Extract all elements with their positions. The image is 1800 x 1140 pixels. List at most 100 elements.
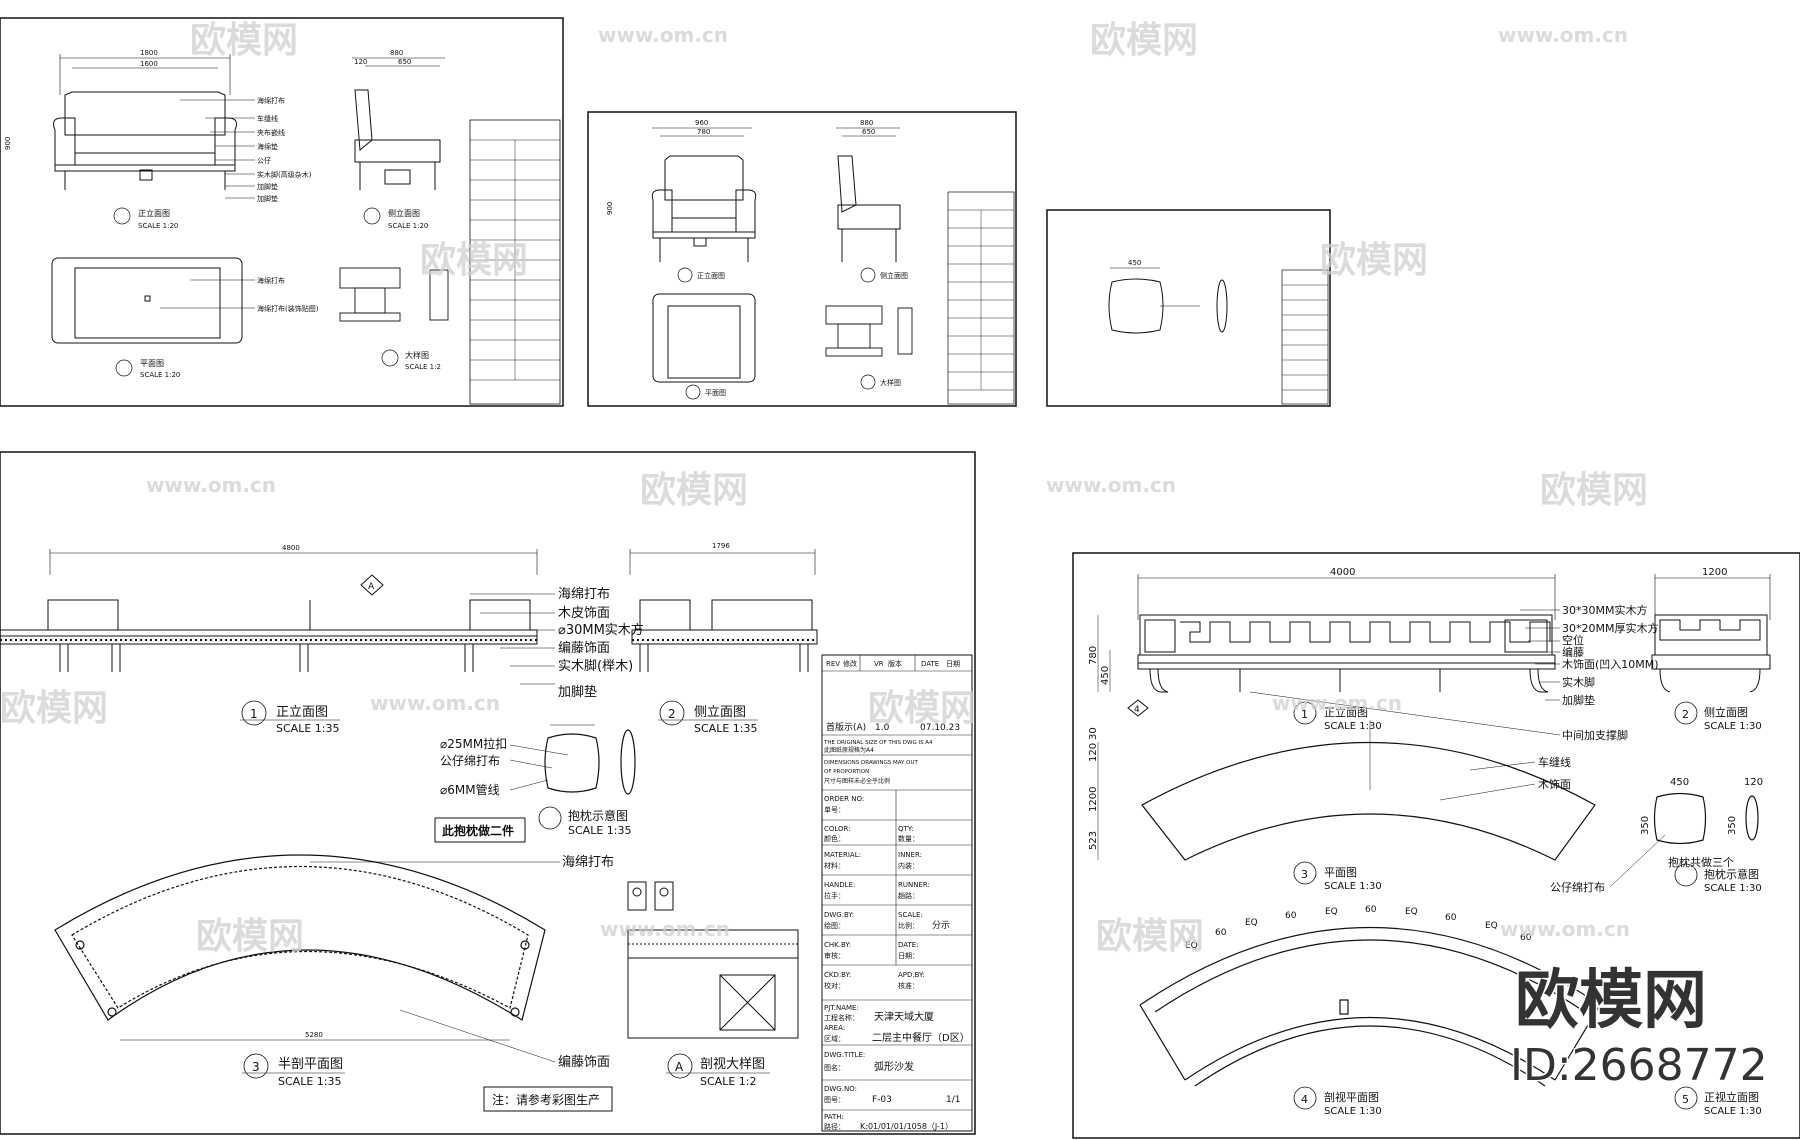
s4-total-width: 4800: [282, 544, 300, 552]
s3-cushion-front: [1108, 278, 1164, 334]
watermark-logo-1: 欧模网: [190, 20, 298, 61]
s1-plan-callout-1: 海绵打布(装饰贴图): [257, 304, 319, 313]
s1-callout-1: 车缝线: [257, 114, 278, 123]
s4-pillow-side: [620, 729, 636, 795]
tb-path-cn: 路径：: [824, 1122, 845, 1131]
tb-f5-1: 审核：: [824, 951, 845, 960]
watermark-brand-3: 欧模网: [420, 240, 528, 281]
s4-pillow-label-0: ⌀25MM拉扣: [440, 736, 507, 751]
tb-r1-2: 07.10.23: [920, 723, 960, 733]
watermark-url-3: www.om.cn: [146, 473, 276, 497]
tb-h0: REV: [826, 660, 840, 668]
watermark-url-2: www.om.cn: [1498, 23, 1628, 47]
tb-f1-3: 数量：: [898, 834, 919, 843]
s5-section-scale: SCALE 1:30: [1324, 1106, 1382, 1117]
s5-back-num: 5: [1682, 1093, 1689, 1106]
s5-right-label-4: 木饰面(凹入10MM): [1562, 657, 1659, 671]
s5-front-title: 正立面图: [1324, 705, 1368, 719]
tb-h3: 版本: [888, 659, 902, 668]
sheet-4: 4800 1796 A: [0, 451, 976, 1135]
s2-side-chair: [837, 155, 901, 262]
s5-section-num: 4: [1301, 1093, 1308, 1106]
s5-eq-g: EQ: [1405, 907, 1418, 917]
tb-title: 弧形沙发: [874, 1060, 914, 1073]
tb-f0-0: ORDER NO:: [824, 795, 864, 803]
tb-f3-3: 趟路：: [898, 891, 919, 900]
watermark-brand-5: 欧模网: [640, 470, 748, 511]
badge-id: ID:2668772: [1510, 1040, 1768, 1091]
s4-plan-bottom-label: 编藤饰面: [558, 1055, 610, 1070]
tb-f4-2: SCALE:: [898, 911, 923, 919]
s4-detail-letter: A: [675, 1060, 684, 1074]
s4-note: 注：请参考彩图生产: [492, 1092, 600, 1107]
s1-detail-scale: SCALE 1:2: [405, 363, 441, 371]
s1-plan-callout-0: 海绵打布: [257, 276, 285, 285]
s2-dim-w1: 960: [695, 119, 708, 127]
watermark-brand-2: 欧模网: [1090, 20, 1198, 61]
s4-side-width: 1796: [712, 542, 730, 550]
s5-pillow-dim-3: 350: [1727, 816, 1738, 835]
s4-front-sofa: [0, 599, 538, 672]
tb-orig-1: 此图纸原规格为A4: [824, 746, 874, 754]
tb-f4-4: 分示: [932, 920, 950, 931]
s2-side-title: 侧立面图: [880, 271, 908, 280]
s2-detail: [825, 305, 913, 357]
s5-right-label-0: 30*30MM实木方: [1562, 603, 1647, 617]
s4-detail-title: 剖视大样图: [700, 1057, 765, 1072]
s5-eq-b: 60: [1215, 928, 1227, 938]
s1-front-scale: SCALE 1:20: [138, 222, 178, 230]
watermark-url-6: www.om.cn: [1272, 691, 1402, 715]
s5-right-label-1: 30*20MM厚实木方: [1562, 621, 1658, 635]
s5-right-label-5: 实木脚: [1562, 675, 1595, 689]
s4-side-scale: SCALE 1:35: [694, 722, 757, 735]
s4-label-1: 木皮饰面: [558, 606, 610, 621]
s4-side-num: 2: [668, 707, 676, 721]
s2-dim-d1: 880: [860, 119, 873, 127]
s4-front-scale: SCALE 1:35: [276, 722, 339, 735]
s1-callout-5: 实木脚(高级杂木): [257, 170, 312, 179]
s5-pillow-dim-1: 350: [1640, 816, 1651, 835]
s5-eq-f: 60: [1365, 905, 1377, 915]
s5-eq-h: 60: [1445, 913, 1457, 923]
s5-pillow-label-0: 公仔绵打布: [1550, 880, 1605, 894]
tb-path-label: PATH:: [824, 1113, 844, 1121]
sheet-1: 1800 1600 900 880 650 120: [0, 17, 564, 407]
tb-orig-0: THE ORIGINAL SIZE OF THIS DWG IS A4: [823, 740, 933, 746]
tb-f6-2: APD.BY:: [898, 971, 925, 979]
s4-side-sofa: [631, 599, 818, 672]
s5-marker-num: 4: [1134, 705, 1140, 715]
tb-f3-0: HANDLE:: [824, 881, 855, 889]
s2-dim-w2: 780: [697, 128, 710, 136]
sheet-2: 960 780 880 650 900 正立面图 侧立面图 平面图: [587, 111, 1017, 407]
tb-area: 二层主中餐厅（D区）: [872, 1031, 970, 1044]
s2-dim-h: 900: [606, 202, 614, 215]
s5-front-num: 1: [1301, 708, 1308, 721]
s5-right-label-2: 空位: [1562, 633, 1584, 647]
tb-r1-1: 1.0: [875, 723, 890, 733]
s5-pillow-title: 抱枕示意图: [1704, 867, 1759, 881]
s1-callout-6: 加脚垫: [257, 182, 278, 191]
s5-eq-c: EQ: [1245, 918, 1258, 928]
tb-f6-0: CKD.BY:: [824, 971, 851, 979]
s5-pillow-label-1: 抱枕共做三个: [1668, 855, 1734, 869]
watermark-brand-9: 欧模网: [196, 916, 304, 957]
tb-dim-2: 尺寸与图样未必全乎比例: [824, 777, 890, 785]
tb-area-label: AREA:: [824, 1024, 845, 1032]
s4-label-3: 编藤饰面: [558, 641, 610, 656]
s4-detail-scale: SCALE 1:2: [700, 1075, 756, 1088]
s4-plan-num: 3: [252, 1060, 260, 1074]
s5-center-label: 中间加支撑脚: [1562, 728, 1628, 742]
tb-f2-0: MATERIAL:: [824, 851, 861, 859]
s5-dim-left-4: 1200: [1088, 787, 1099, 812]
s2-plan-title: 平面图: [705, 389, 726, 397]
s5-dim-left-0: 780: [1088, 646, 1099, 665]
title-block: REV 修改 VR 版本 DATE 日期 首版示(A) 1.0 07.10.23…: [821, 654, 973, 1132]
tb-dwgno-label: DWG.NO:: [824, 1085, 857, 1093]
tb-f3-2: RUNNER:: [898, 881, 930, 889]
tb-f2-1: 材料：: [824, 861, 845, 870]
sheet-3: 450: [1046, 209, 1331, 407]
tb-f6-3: 核准：: [898, 981, 919, 990]
s4-plan-width: 5280: [305, 1031, 323, 1039]
tb-h1: 修改: [843, 659, 857, 668]
s2-detail-title: 大样图: [880, 378, 901, 387]
